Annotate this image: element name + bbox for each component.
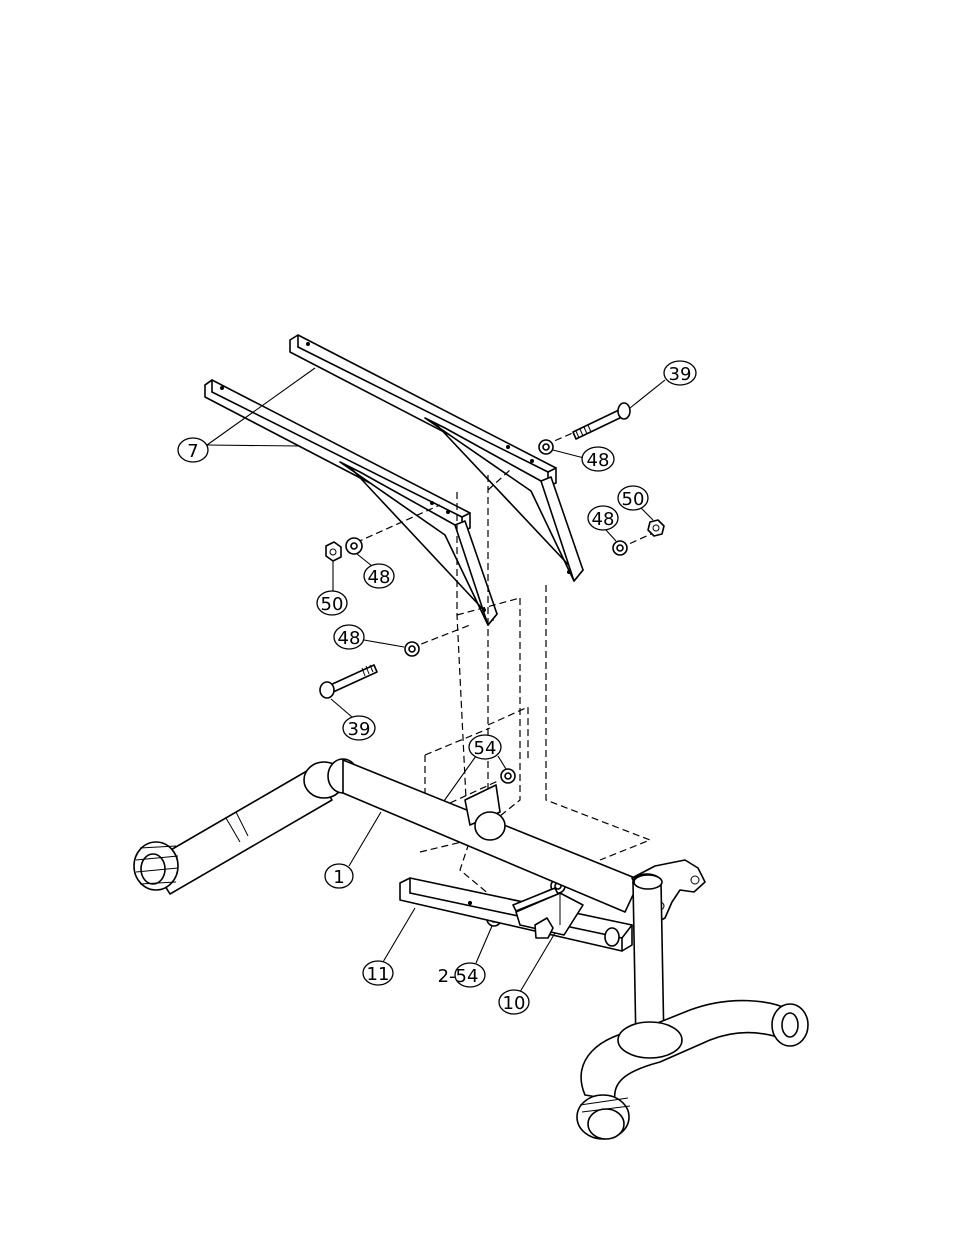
callout-11: 11 — [363, 908, 415, 985]
callout-50-right-label: 50 — [622, 489, 645, 510]
callout-50-right: 50 — [618, 486, 653, 520]
nut-50-left — [326, 542, 341, 561]
callout-10: 10 — [499, 933, 555, 1014]
callout-2-54-label: 2-54 — [438, 966, 479, 987]
callout-1-label: 1 — [333, 867, 344, 888]
callout-39-top: 39 — [630, 361, 696, 408]
callout-2-54: 2-54 — [438, 926, 492, 987]
callout-54-label: 54 — [474, 738, 497, 759]
callout-50-left: 50 — [317, 561, 347, 615]
callout-10-label: 10 — [503, 993, 526, 1014]
callout-48-top: 48 — [553, 447, 614, 471]
washer-48-left — [346, 538, 362, 554]
callout-1: 1 — [325, 812, 381, 888]
callout-48-left: 48 — [357, 554, 394, 588]
callout-39-bottom-label: 39 — [348, 719, 371, 740]
callout-50-left-label: 50 — [321, 594, 344, 615]
callout-48-mid-label: 48 — [338, 628, 361, 649]
bolt-39-bottom — [320, 665, 377, 698]
callout-48-left-label: 48 — [368, 567, 391, 588]
callout-48-right: 48 — [588, 506, 618, 541]
callout-39-top-label: 39 — [669, 364, 692, 385]
callout-11-label: 11 — [367, 964, 390, 985]
callout-48-right-label: 48 — [592, 509, 615, 530]
washer-48-mid — [405, 642, 419, 656]
callout-48-top-label: 48 — [587, 450, 610, 471]
washer-48-top — [539, 440, 553, 454]
washer-48-right — [613, 541, 627, 555]
bolt-39-top — [573, 403, 630, 439]
callout-39-bottom: 39 — [331, 699, 375, 740]
callout-48-mid: 48 — [334, 625, 404, 649]
nut-50-right — [648, 520, 664, 536]
callout-7-label: 7 — [187, 441, 198, 462]
